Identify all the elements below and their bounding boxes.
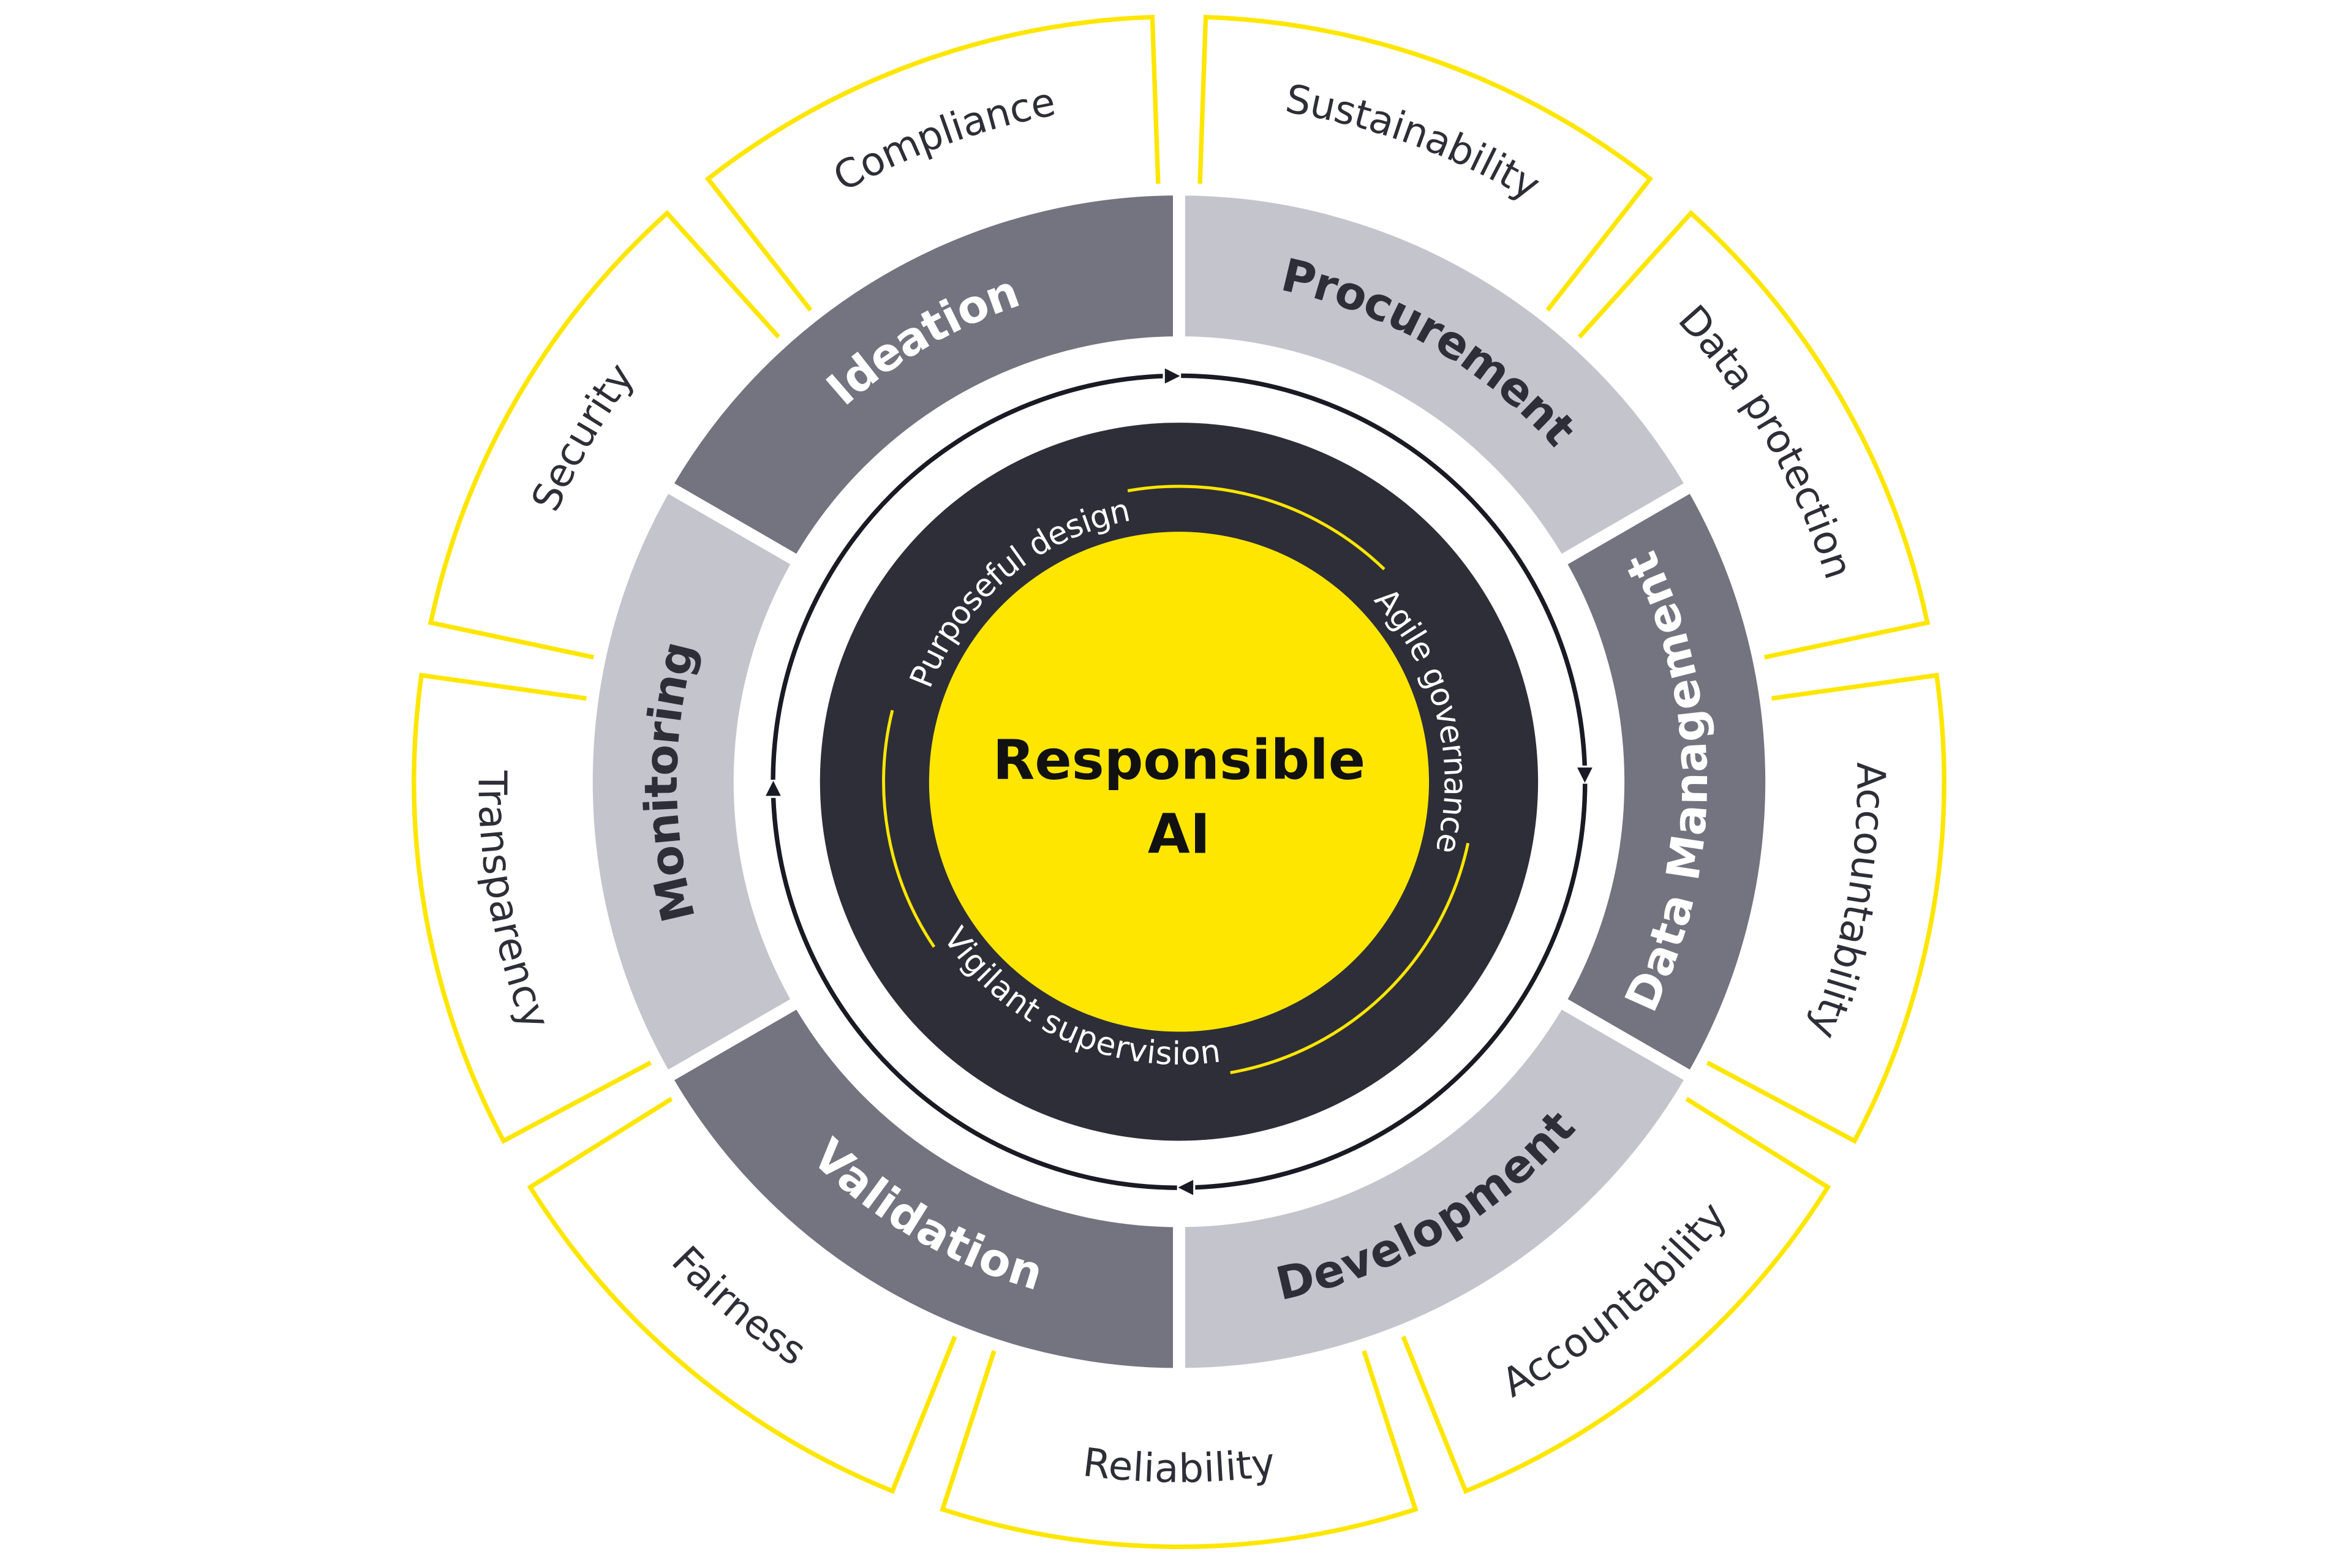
attribute-label: Reliability (1080, 1439, 1278, 1492)
stage-segment (1173, 183, 1701, 571)
arrowhead-icon (1164, 368, 1180, 384)
principle-arc (1127, 484, 1385, 571)
stage-segment (657, 993, 1185, 1381)
arrowhead-icon (1178, 1180, 1194, 1196)
stage-segment (657, 183, 1185, 571)
stage-segment (1173, 993, 1701, 1381)
stage-segment (1551, 477, 1777, 1087)
principle-arc (1230, 843, 1470, 1074)
principle-arc (882, 710, 936, 948)
center-title-line1: Responsible (993, 728, 1365, 791)
arrowhead-icon (1577, 767, 1593, 783)
attribute-label-path: Reliability (1080, 1439, 1278, 1492)
arrowhead-icon (766, 780, 781, 796)
center-title-line2: AI (1148, 802, 1210, 866)
center-circle (929, 532, 1430, 1032)
stage-segment (580, 477, 807, 1087)
cycle-arrow-ring (764, 366, 1594, 1197)
